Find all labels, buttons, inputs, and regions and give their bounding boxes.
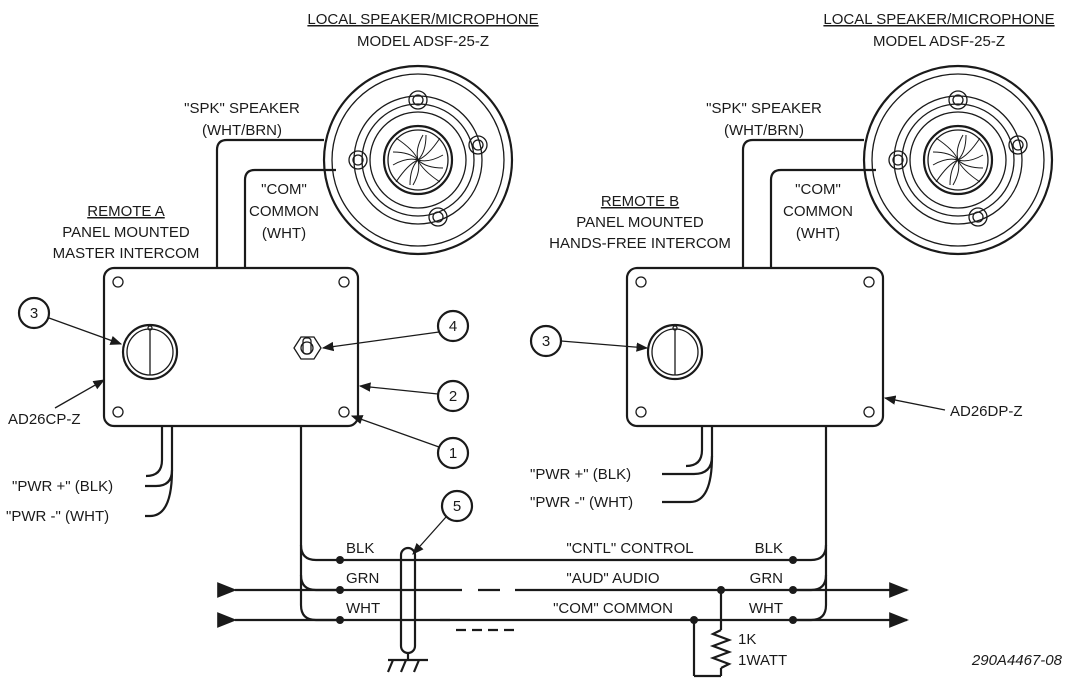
speaker-screw-right [888,90,1028,227]
remote-b-spk-label: "SPK" SPEAKER [706,100,822,117]
callout-2 [358,379,470,413]
speaker-grille-swirl-right [932,134,984,186]
callout-3-a [17,296,123,345]
speaker-right [862,64,1054,256]
remote-a-title: REMOTE A [87,203,165,220]
remote-b-com-word: COMMON [783,203,853,220]
remote-b-part: AD26DP-Z [950,403,1023,420]
remote-a-line2: PANEL MOUNTED [62,224,190,241]
ground-symbol-icon [386,658,428,673]
bus-right-label-grn: GRN [750,570,783,587]
callout-3-b [529,324,649,358]
remote-a-pwr-minus: "PWR -" (WHT) [6,508,109,525]
resistor-rating: 1WATT [738,652,787,669]
volume-knob-a [121,323,179,381]
remote-b-com-color: (WHT) [796,225,840,242]
bus-right-label-blk: BLK [755,540,783,557]
speaker-screw-left [348,90,488,227]
remote-b-com-label: "COM" [795,181,841,198]
part-arrow-a [54,379,106,409]
speaker-left [322,64,514,256]
shield-cable [399,546,417,660]
bus-left-label-blk: BLK [346,540,374,557]
callout-1 [350,415,470,470]
callout-number: 3 [30,305,38,322]
bus-right-label-wht: WHT [749,600,783,617]
remote-b-line2: PANEL MOUNTED [576,214,704,231]
remote-a-panel [102,266,360,428]
callout-number: 4 [449,318,457,335]
remote-a-part: AD26CP-Z [8,411,81,428]
resistor-value: 1K [738,631,756,648]
bus-com-label: "COM" COMMON [553,600,673,617]
line-break-mask [440,576,515,616]
panel-mount-hole [112,276,350,418]
remote-a-com-label: "COM" [261,181,307,198]
callout-number: 1 [449,445,457,462]
bus-left-label-grn: GRN [346,570,379,587]
callout-number: 5 [453,498,461,515]
speaker-wires-left [215,138,336,268]
remote-a-com-word: COMMON [249,203,319,220]
remote-b-title: REMOTE B [601,193,679,210]
drawing-number: 290A4467-08 [971,652,1063,669]
remote-b-line3: HANDS-FREE INTERCOM [549,235,731,252]
bus-aud-label: "AUD" AUDIO [566,570,659,587]
callout-4 [321,309,470,352]
resistor-symbol [692,590,733,678]
remote-b-power-wires [662,426,714,504]
toggle-switch-a [293,336,322,360]
remote-b-pwr-minus: "PWR -" (WHT) [530,494,633,511]
callout-number: 2 [449,388,457,405]
remote-a-spk-label: "SPK" SPEAKER [184,100,300,117]
speaker-left-title: LOCAL SPEAKER/MICROPHONE [307,11,538,28]
line-break-dashes [440,588,515,632]
remote-a-spk-color: (WHT/BRN) [202,122,282,139]
remote-b-pwr-plus: "PWR +" (BLK) [530,466,631,483]
remote-a-pwr-plus: "PWR +" (BLK) [12,478,113,495]
part-arrow-b [883,395,946,411]
bus-cntl-label: "CNTL" CONTROL [566,540,693,557]
remote-b-panel [625,266,885,428]
speaker-right-title: LOCAL SPEAKER/MICROPHONE [823,11,1054,28]
speaker-grille-swirl-left [392,134,444,186]
remote-a-power-wires [145,426,174,518]
remote-b-spk-color: (WHT/BRN) [724,122,804,139]
callout-number: 3 [542,333,550,350]
panel-mount-hole [635,276,875,418]
speaker-right-model: MODEL ADSF-25-Z [873,33,1005,50]
remote-a-com-color: (WHT) [262,225,306,242]
speaker-left-model: MODEL ADSF-25-Z [357,33,489,50]
bus-left-label-wht: WHT [346,600,380,617]
callout-5 [412,489,474,555]
speaker-wires-right [741,138,876,268]
volume-knob-b [646,323,704,381]
remote-a-line3: MASTER INTERCOM [53,245,200,262]
